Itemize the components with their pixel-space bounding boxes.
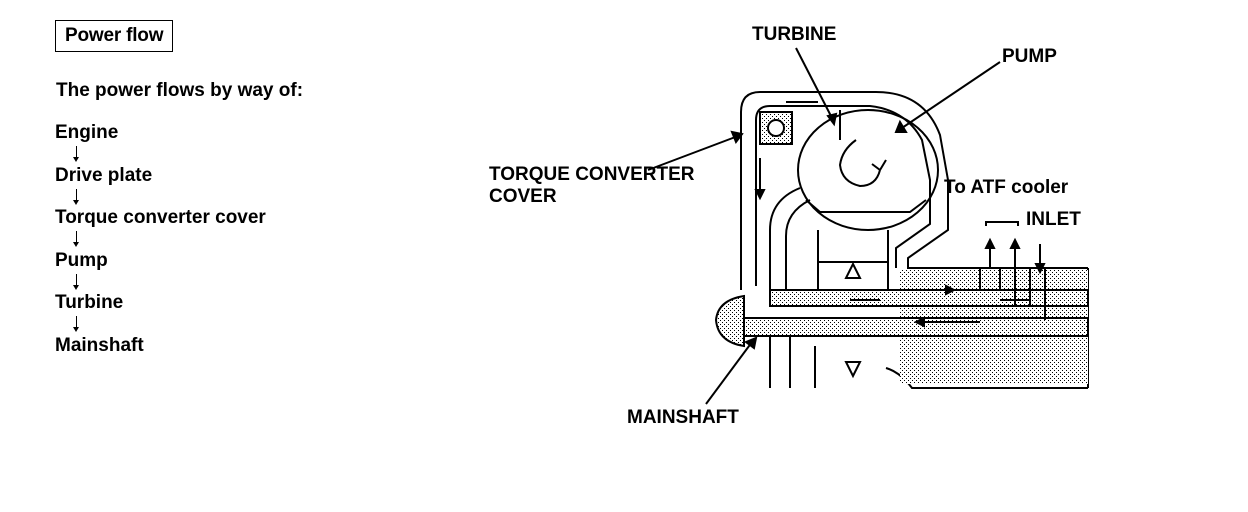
flow-step-mainshaft: Mainshaft (55, 335, 144, 356)
flow-arrows (754, 101, 1046, 379)
down-arrow-icon (73, 231, 79, 247)
label-torque-converter-cover-line1: TORQUE CONVERTER (489, 164, 695, 185)
flow-step-torque-converter-cover: Torque converter cover (55, 207, 266, 228)
down-arrow-icon (73, 189, 79, 205)
flow-step-drive-plate: Drive plate (55, 165, 153, 186)
pump-turbine-element (797, 109, 939, 262)
label-mainshaft: MAINSHAFT (627, 407, 739, 428)
label-atf-cooler: To ATF cooler (944, 177, 1069, 198)
leader-lines (647, 47, 1019, 405)
intro-text: The power flows by way of: (56, 80, 304, 101)
down-arrow-icon (73, 146, 79, 162)
cover-bolt (759, 111, 793, 145)
flow-step-turbine: Turbine (55, 292, 124, 313)
section-title: Power flow (55, 20, 174, 52)
down-arrow-icon (73, 274, 79, 290)
flow-step-pump: Pump (55, 250, 108, 271)
label-turbine: TURBINE (752, 24, 836, 45)
label-pump: PUMP (1002, 46, 1057, 67)
fluid-channels (769, 187, 1089, 320)
down-arrow-icon (73, 316, 79, 332)
flow-step-engine: Engine (55, 122, 119, 143)
label-torque-converter-cover-line2: COVER (489, 186, 557, 207)
mainshaft (714, 294, 1089, 388)
label-inlet: INLET (1026, 209, 1081, 230)
